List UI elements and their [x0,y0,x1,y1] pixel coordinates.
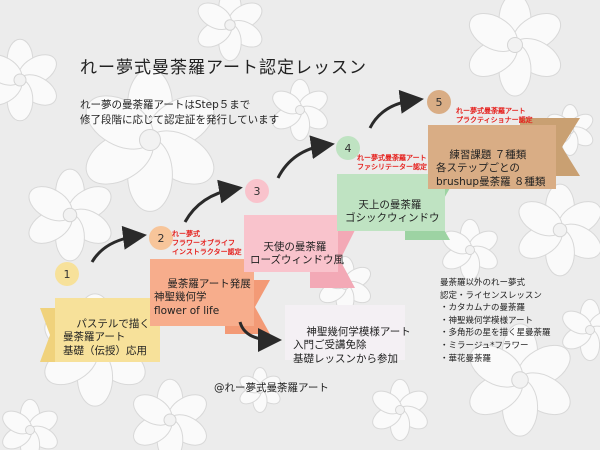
credit-text: @れー夢式曼荼羅アート [214,382,329,394]
paper-flower [272,78,328,142]
other-lessons-list: 曼荼羅以外のれー夢式 認定・ライセンスレッスン ・カタカムナの曼荼羅・神聖幾何学… [440,277,551,365]
step-5-circle: 5 [427,90,451,114]
step-2-number: 2 [157,231,165,245]
step-1-box: パステルで描く 曼荼羅アート 基礎（伝授）応用 [55,298,160,362]
paper-flower [133,378,207,450]
step-4-badge: れー夢式曼荼羅アート ファシリテーター認定 [357,154,427,171]
step-4-circle: 4 [336,136,360,160]
step-1-number: 1 [63,267,71,281]
paper-flower [562,298,600,362]
paper-flower [85,68,215,212]
step-3-text: 天使の曼荼羅 ローズウィンドウ風 [250,240,344,267]
step-2-badge: れー夢式 フラワーオブライフ インストラクター認定 [172,230,242,256]
paper-flower [2,398,58,450]
other-lesson-item: ・多角形の星を描く星曼荼羅 [440,328,551,339]
step-1-circle: 1 [55,262,79,286]
step-2-circle: 2 [149,226,173,250]
branch-text: 神聖幾何学模様アート 入門ご受講免除 基礎レッスンから参加 [293,325,411,365]
paper-flower [372,378,428,442]
step-4-text: 天上の曼荼羅 ゴシックウィンドウ [345,198,440,225]
page-title: れー夢式曼荼羅アート認定レッスン [80,58,367,78]
branch-box: 神聖幾何学模様アート 入門ご受講免除 基礎レッスンから参加 [285,305,411,365]
paper-flower [469,323,571,437]
paper-flower [442,218,498,282]
step-5-badge: れー夢式曼荼羅アート プラクティショナー認定 [456,107,533,124]
step-3-number: 3 [253,184,261,198]
paper-flower [518,183,600,277]
other-lesson-item: ・華花曼荼羅 [440,353,492,364]
paper-flower [0,38,57,122]
step-2-box: 曼荼羅アート発展 神聖幾何学 flower of life [150,259,254,326]
step-1-text: パステルで描く 曼荼羅アート 基礎（伝授）応用 [63,317,150,357]
paper-flower [28,168,112,262]
step-5-box: 練習課題 ７種類 各ステップごとの brushup曼荼羅 ８種類 [428,125,556,189]
step-4-number: 4 [344,141,352,155]
step-5-number: 5 [435,95,443,109]
step-2-text: 曼荼羅アート発展 神聖幾何学 flower of life [154,277,251,317]
paper-flower [197,0,263,62]
intro-text: れー夢の曼荼羅アートはStep５まで 修了段階に応じて認定証を発行しています [80,99,280,126]
step-5-text: 練習課題 ７種類 各ステップごとの brushup曼荼羅 ８種類 [436,148,546,188]
step-4-box: 天上の曼荼羅 ゴシックウィンドウ [337,174,445,231]
other-lesson-item: ・ミラージュ*フラワー [440,340,529,351]
other-lessons-heading: 曼荼羅以外のれー夢式 認定・ライセンスレッスン [440,278,542,301]
step-3-box: 天使の曼荼羅 ローズウィンドウ風 [244,215,344,272]
other-lesson-item: ・神聖幾何学模様アート [440,315,533,326]
other-lesson-item: ・カタカムナの曼荼羅 [440,303,526,314]
step-3-circle: 3 [245,179,269,203]
paper-flower [468,0,562,97]
paper-flower [239,367,281,413]
